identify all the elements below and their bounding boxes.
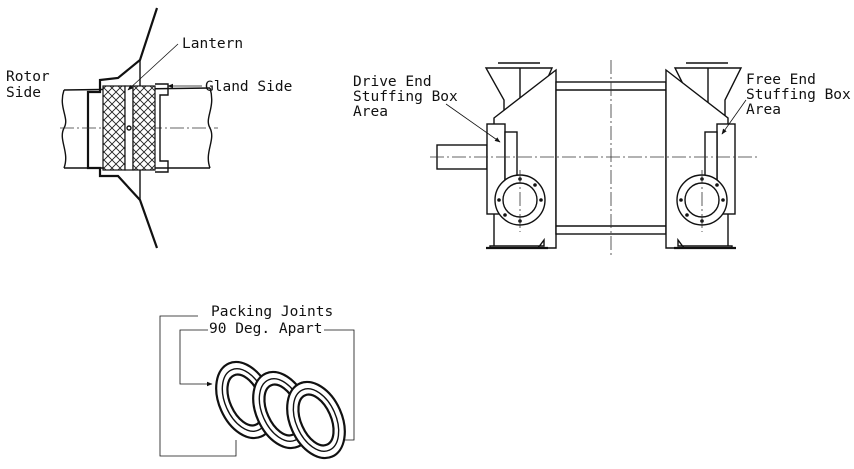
drive-end-label-line3: Area xyxy=(353,104,388,120)
gland-side-label: Gland Side xyxy=(205,79,292,95)
drive-end-label-line2: Stuffing Box xyxy=(353,89,458,105)
rotor-side-label-line1: Rotor xyxy=(6,69,50,85)
packing-joints-label-line1: Packing Joints xyxy=(211,304,333,320)
lantern-label: Lantern xyxy=(182,36,243,52)
shaft-break-left xyxy=(61,89,67,169)
packing-ring-back xyxy=(286,380,346,460)
free-end-leader xyxy=(721,99,747,135)
lantern-port xyxy=(126,125,132,131)
free-end-label-line2: Stuffing Box xyxy=(746,87,851,103)
flange-bolt-holes xyxy=(497,177,725,223)
packing-ring-1 xyxy=(102,85,126,171)
packing-ring-2 xyxy=(132,85,156,171)
free-end-label-line1: Free End xyxy=(746,72,816,88)
bracket-left-outer xyxy=(159,315,237,457)
packing-joints-label-line2: 90 Deg. Apart xyxy=(209,321,323,337)
free-end-label-line3: Area xyxy=(746,102,781,118)
rotor-side-label-line2: Side xyxy=(6,85,41,101)
pump-side-view: Drive End Stuffing Box Area Free End Stu… xyxy=(353,60,851,256)
stuffing-box-section: Rotor Side Lantern Gland Side xyxy=(6,7,292,249)
drive-end-label-line1: Drive End xyxy=(353,74,432,90)
drive-end-leader xyxy=(445,103,501,143)
packing-rings-view: Packing Joints 90 Deg. Apart xyxy=(159,304,355,460)
casing-wall-outline xyxy=(86,7,159,249)
lantern-leader xyxy=(127,43,179,91)
bracket-left-inner xyxy=(179,329,213,387)
